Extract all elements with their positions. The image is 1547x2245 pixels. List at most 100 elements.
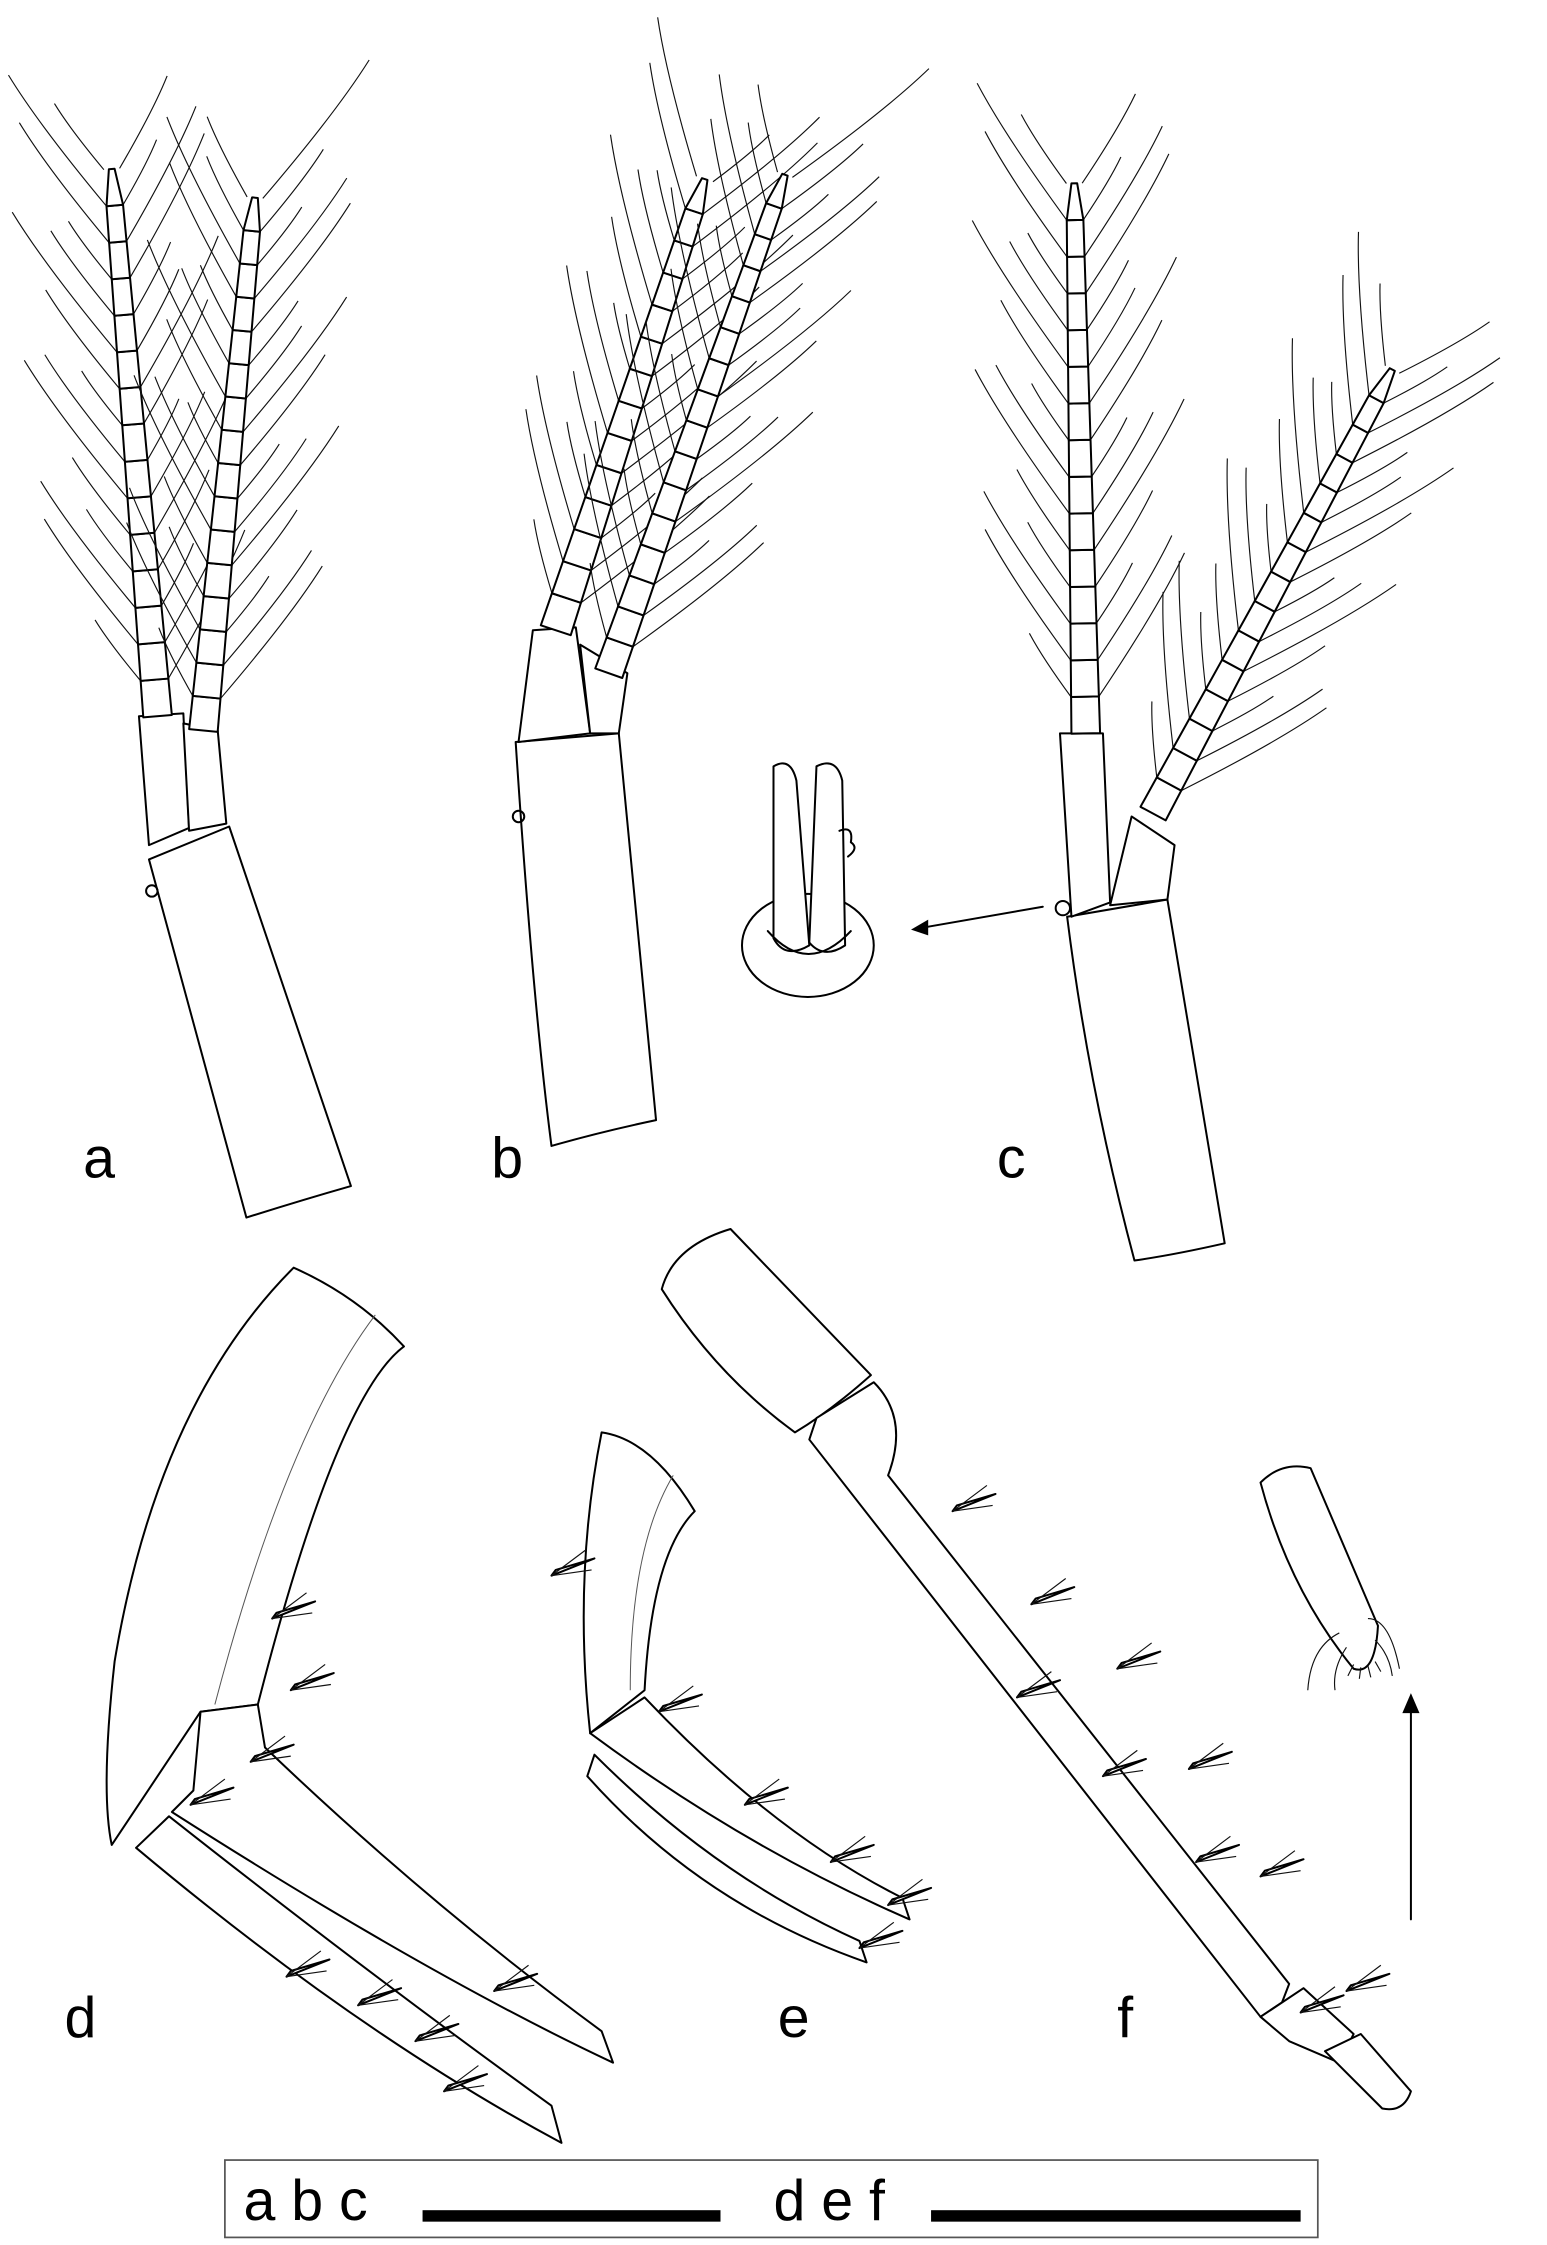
seta bbox=[630, 419, 653, 514]
seta bbox=[23, 360, 128, 499]
spines bbox=[550, 1549, 933, 1950]
panel-e-segment-3 bbox=[586, 1753, 868, 1964]
seta bbox=[220, 565, 323, 699]
panel-f-dactyl bbox=[1323, 2033, 1412, 2111]
panel-a-antennule: a bbox=[7, 59, 370, 1219]
spine bbox=[951, 1492, 997, 1513]
seta bbox=[589, 563, 608, 638]
spine bbox=[1030, 1578, 1072, 1605]
spine bbox=[1030, 1586, 1076, 1606]
seta bbox=[566, 421, 586, 498]
seta bbox=[670, 268, 699, 390]
inset-dactyl-detail bbox=[1259, 1465, 1401, 1691]
seta bbox=[1367, 357, 1501, 434]
spine bbox=[830, 1835, 871, 1863]
seta bbox=[43, 518, 139, 645]
panel-f-segment-2 bbox=[808, 1381, 1291, 2018]
scale-bar-legend: a b c d e f bbox=[224, 2159, 1319, 2239]
flagellum-segment bbox=[1368, 367, 1396, 405]
seta bbox=[971, 220, 1069, 368]
seta bbox=[150, 391, 206, 497]
spine bbox=[1188, 1742, 1230, 1770]
spine bbox=[1260, 1850, 1301, 1878]
seta bbox=[533, 519, 553, 594]
seta bbox=[710, 118, 744, 266]
seta bbox=[728, 307, 801, 366]
seta bbox=[1331, 381, 1337, 455]
panel-a-flagellum-left bbox=[7, 74, 246, 719]
seta bbox=[1352, 381, 1494, 464]
panel-b-organ bbox=[511, 809, 526, 824]
spine bbox=[550, 1557, 596, 1577]
seta bbox=[1028, 633, 1072, 698]
panel-a-peduncle bbox=[147, 825, 352, 1219]
panel-c-flagellum-right bbox=[1139, 231, 1501, 822]
flagellum-segment bbox=[238, 229, 261, 267]
seta bbox=[133, 375, 212, 530]
spine bbox=[1259, 1858, 1305, 1878]
seta bbox=[242, 296, 348, 433]
seta bbox=[738, 282, 804, 335]
seta bbox=[199, 265, 234, 331]
seta bbox=[623, 468, 642, 545]
panel-d-leg: d bbox=[64, 1266, 615, 2144]
seta bbox=[974, 369, 1070, 514]
seta bbox=[984, 529, 1072, 661]
seta bbox=[1258, 582, 1362, 643]
spine bbox=[493, 1972, 539, 1993]
spine bbox=[952, 1484, 993, 1512]
panel-b-peduncle bbox=[514, 732, 658, 1147]
seta bbox=[1398, 321, 1490, 374]
spine bbox=[357, 1987, 403, 2007]
seta bbox=[995, 364, 1070, 478]
seta bbox=[119, 75, 168, 169]
spine bbox=[1016, 1679, 1061, 1699]
spine bbox=[1195, 1843, 1241, 1864]
spine bbox=[743, 1786, 789, 1806]
seta bbox=[1342, 275, 1354, 425]
spine bbox=[887, 1878, 929, 1906]
spine bbox=[443, 2073, 489, 2093]
seta bbox=[231, 425, 340, 566]
inset-organ-detail bbox=[740, 762, 875, 998]
seta bbox=[718, 74, 756, 235]
spine bbox=[357, 1979, 399, 2006]
seta bbox=[1379, 283, 1386, 366]
flagellum-segment bbox=[191, 661, 225, 700]
panel-a-peduncle-2 bbox=[137, 712, 191, 847]
spine bbox=[858, 1929, 904, 1950]
seta bbox=[770, 193, 829, 241]
seta bbox=[749, 201, 878, 304]
seta bbox=[692, 142, 818, 248]
spines bbox=[951, 1484, 1391, 2014]
seta bbox=[1383, 366, 1448, 404]
spine bbox=[250, 1735, 291, 1763]
flagellum-segment bbox=[1065, 182, 1085, 222]
seta bbox=[984, 131, 1068, 258]
seta bbox=[1151, 701, 1158, 778]
seta bbox=[536, 375, 575, 530]
flagellum-segment bbox=[1067, 402, 1092, 442]
panel-c-organ bbox=[1054, 899, 1072, 917]
flagellum-segment bbox=[684, 177, 709, 216]
seta bbox=[236, 443, 280, 499]
seta bbox=[253, 177, 348, 299]
panel-a-peduncle-3 bbox=[182, 722, 228, 832]
seta bbox=[18, 122, 110, 244]
seta bbox=[53, 103, 105, 171]
seta bbox=[166, 116, 241, 264]
seta bbox=[1357, 231, 1370, 396]
seta bbox=[1215, 563, 1223, 660]
panel-label-c: c bbox=[997, 1126, 1026, 1190]
seta bbox=[1091, 417, 1128, 477]
panel-d-segment-1 bbox=[105, 1266, 405, 1846]
panel-c-peduncle-2 bbox=[1058, 732, 1112, 918]
seta bbox=[126, 106, 197, 242]
panel-b-flagellum-right bbox=[583, 68, 930, 680]
seta bbox=[228, 509, 298, 599]
seta bbox=[157, 469, 210, 570]
seta bbox=[1081, 93, 1136, 184]
arrow-c-to-inset bbox=[911, 905, 1044, 936]
seta bbox=[632, 542, 765, 648]
seta bbox=[792, 68, 930, 178]
